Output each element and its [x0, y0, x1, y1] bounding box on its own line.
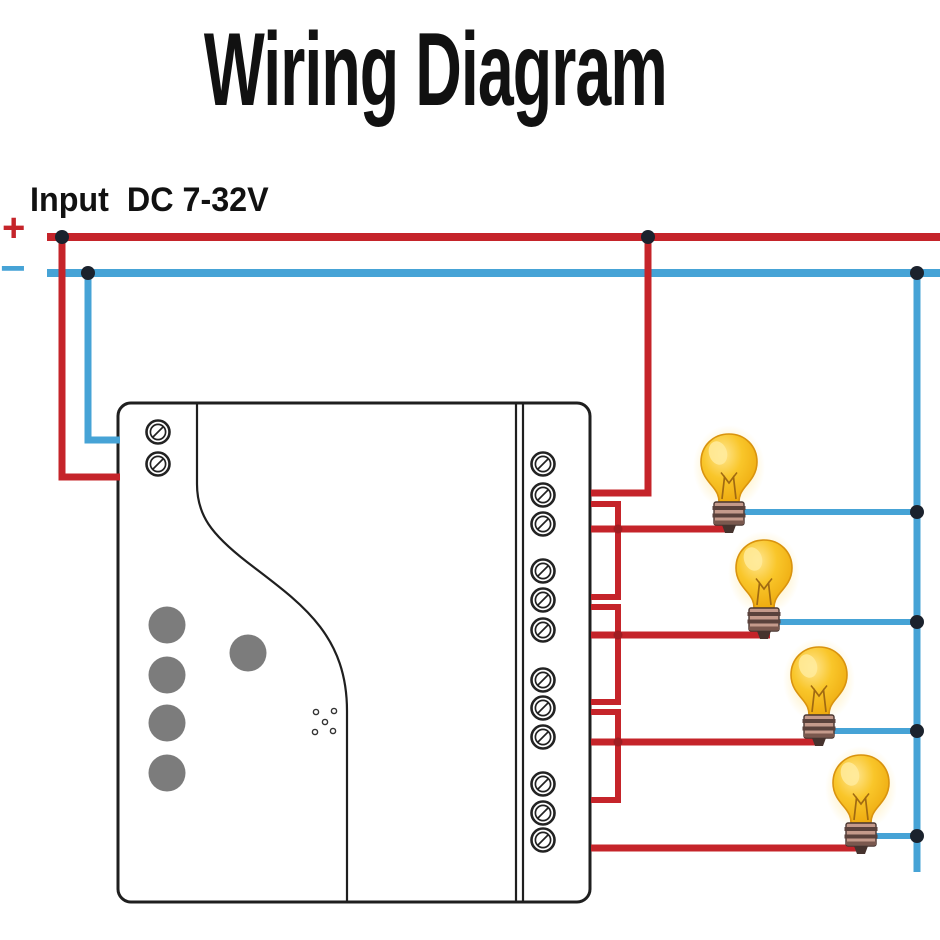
junction-dot-3 [81, 266, 95, 280]
channel2-jumper [591, 604, 621, 705]
light-bulbs [692, 424, 898, 855]
page-title: Wiring Diagram [203, 12, 668, 128]
junction-dot-6 [910, 615, 924, 629]
output-screw-5 [530, 587, 556, 613]
junction-dot-1 [55, 230, 69, 244]
vent-dot-4 [311, 728, 319, 736]
output-screw-7 [530, 667, 556, 693]
positive-junction-3 [613, 737, 623, 747]
junction-dot-2 [641, 230, 655, 244]
relay-module [116, 401, 592, 904]
positive-input-drop [58, 237, 120, 481]
module-front-curve [195, 404, 349, 901]
positive-terminal-symbol: + [2, 206, 26, 250]
wire-junction-dots [55, 230, 924, 843]
vent-dot-3 [321, 718, 329, 726]
vent-dot-5 [329, 727, 337, 735]
module-button-3 [148, 704, 186, 742]
negative-input-drop [84, 273, 120, 444]
module-button-1 [148, 606, 186, 644]
negative-terminal-symbol: − [0, 244, 26, 293]
input-voltage-label: Input DC 7-32V [30, 181, 269, 219]
output-screw-11 [530, 800, 556, 826]
positive-feed-drop [591, 237, 652, 497]
channel3-jumper [591, 709, 621, 803]
junction-dot-4 [910, 266, 924, 280]
module-button-4 [148, 754, 186, 792]
input-screw-1 [145, 419, 171, 445]
output-screw-1 [530, 451, 556, 477]
module-body [116, 401, 592, 904]
vent-dots [311, 707, 338, 736]
output-screw-8 [530, 695, 556, 721]
negative-wires [47, 269, 940, 872]
output-screw-12 [530, 827, 556, 853]
output-screw-10 [530, 771, 556, 797]
module-buttons [148, 606, 267, 792]
output-screw-4 [530, 558, 556, 584]
junction-dot-5 [910, 505, 924, 519]
module-button-5 [229, 634, 267, 672]
channel1-jumper [591, 501, 621, 600]
output-screw-3 [530, 511, 556, 537]
input-screw-2 [145, 451, 171, 477]
title-wrap: Wiring Diagram [0, 18, 905, 122]
positive-wire-junctions [613, 524, 623, 747]
output-screw-6 [530, 617, 556, 643]
positive-junction-1 [613, 524, 623, 534]
module-button-2 [148, 656, 186, 694]
positive-junction-2 [613, 630, 623, 640]
junction-dot-7 [910, 724, 924, 738]
vent-dot-1 [312, 708, 320, 716]
light-bulb-1 [692, 424, 766, 534]
vent-dot-2 [330, 707, 338, 715]
output-screw-2 [530, 482, 556, 508]
junction-dot-8 [910, 829, 924, 843]
output-screw-9 [530, 724, 556, 750]
